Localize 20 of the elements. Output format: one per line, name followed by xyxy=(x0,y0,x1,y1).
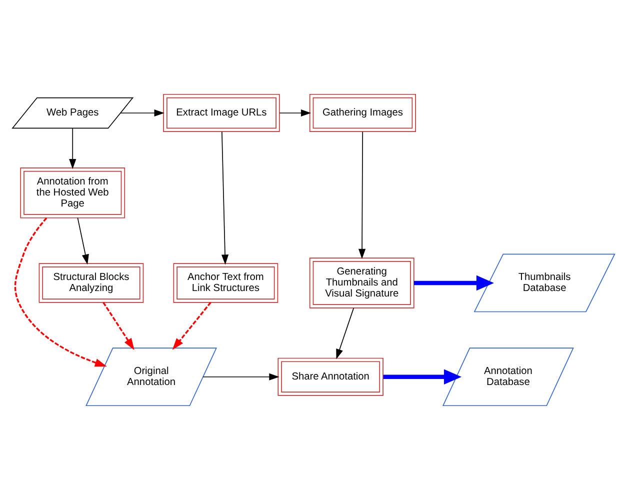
arrow xyxy=(414,275,494,291)
arrow xyxy=(14,218,107,367)
node-box: Annotation from the Hosted Web Page xyxy=(20,168,126,218)
arrow xyxy=(336,308,354,360)
arrow xyxy=(77,217,89,265)
node-box: Anchor Text from Link Structures xyxy=(173,263,278,303)
node-box: Share Annotation xyxy=(278,358,384,396)
arrow xyxy=(172,302,212,350)
arrow xyxy=(358,131,366,260)
node-box: Structural Blocks Analyzing xyxy=(38,263,144,303)
arrow xyxy=(102,302,134,350)
arrow xyxy=(279,109,312,117)
arrow xyxy=(120,109,164,117)
arrow xyxy=(221,131,229,265)
arrow xyxy=(69,128,76,170)
node-box: Generating Thumbnails and Visual Signature xyxy=(309,258,414,308)
arrow xyxy=(202,373,280,380)
node-box: Extract Image URLs xyxy=(163,94,280,132)
node-box: Gathering Images xyxy=(309,94,416,132)
arrow xyxy=(383,369,462,385)
